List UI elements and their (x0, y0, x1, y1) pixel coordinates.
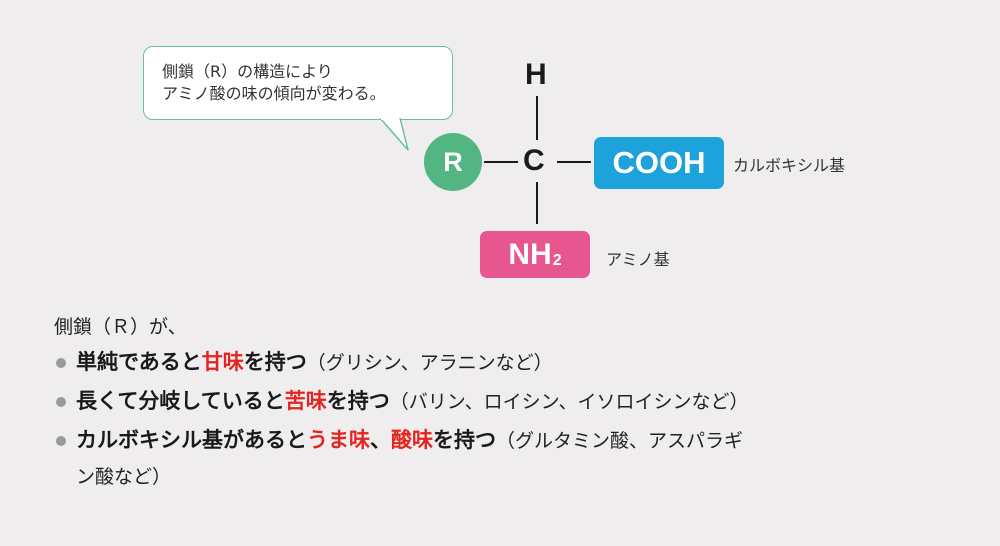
speech-bubble: 側鎖（R）の構造により アミノ酸の味の傾向が変わる。 (143, 46, 453, 120)
list-item: カルボキシル基があるとうま味、酸味を持つ（グルタミン酸、アスパラギン酸など） (56, 423, 956, 495)
speech-bubble-tail (380, 118, 409, 151)
carbon-atom: C (523, 144, 545, 177)
bond-c-cooh (557, 161, 591, 163)
bond-c-nh2 (536, 182, 538, 224)
bullet-dot (56, 436, 66, 446)
amino-label: アミノ基 (606, 250, 670, 269)
bullet-dot (56, 358, 66, 368)
bond-r-c (484, 161, 518, 163)
list-item: 長くて分岐していると苦味を持つ（バリン、ロイシン、イソロイシンなど） (56, 384, 956, 420)
carboxyl-label: カルボキシル基 (733, 156, 846, 175)
taste-list: 単純であると甘味を持つ（グリシン、アラニンなど） 長くて分岐していると苦味を持つ… (56, 345, 956, 498)
bubble-line-2: アミノ酸の味の傾向が変わる。 (162, 84, 386, 103)
bond-h-c (536, 96, 538, 140)
hydrogen-atom: H (525, 58, 547, 91)
intro-text: 側鎖（Ｒ）が、 (54, 316, 187, 338)
bullet-dot (56, 397, 66, 407)
carboxyl-group: COOH (594, 137, 724, 189)
list-item: 単純であると甘味を持つ（グリシン、アラニンなど） (56, 345, 956, 381)
bubble-line-1: 側鎖（R）の構造により (162, 62, 333, 81)
side-chain-r: R (424, 133, 482, 191)
